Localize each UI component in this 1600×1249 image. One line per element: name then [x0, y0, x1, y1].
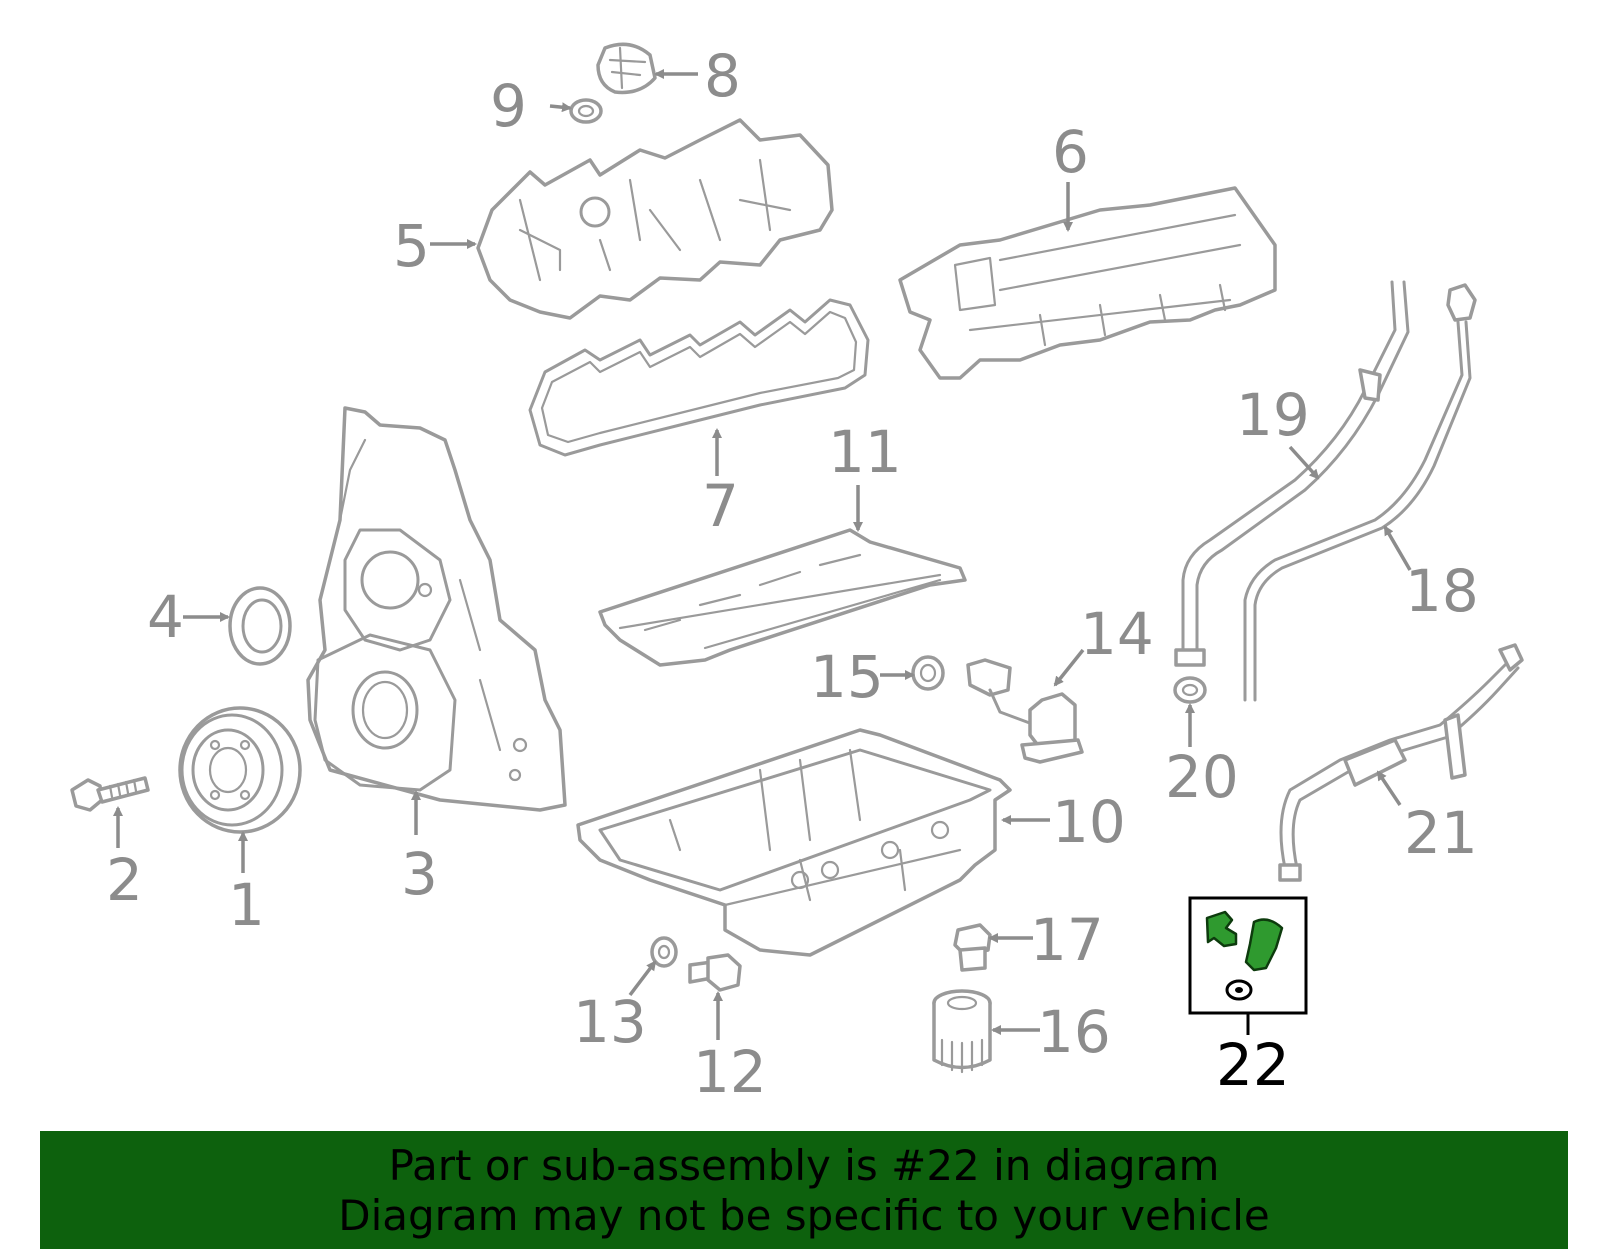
- dipstick-tube: [1174, 280, 1410, 667]
- oil-pressure-sensor-body: [1244, 918, 1284, 972]
- callout-2: 2: [106, 846, 143, 914]
- harmonic-balancer: [178, 706, 302, 834]
- info-banner: Part or sub-assembly is #22 in diagram D…: [40, 1131, 1568, 1249]
- callout-1: 1: [228, 871, 265, 939]
- sensor-seal: [911, 655, 945, 691]
- oil-filter-adapter: [953, 923, 992, 972]
- callout-13: 13: [573, 988, 647, 1056]
- oil-pickup-tube: [1278, 643, 1524, 882]
- callout-7: 7: [702, 472, 739, 540]
- drain-plug-washer: [650, 936, 678, 968]
- callout-14: 14: [1080, 600, 1154, 668]
- callout-18: 18: [1405, 557, 1479, 625]
- callout-3: 3: [401, 840, 438, 908]
- callout-labels: 8 9 5 6 7 11 19 18 4 14 15 20 10 21 2 1 …: [106, 42, 1479, 1106]
- banner-line-2: Diagram may not be specific to your vehi…: [338, 1191, 1270, 1240]
- callout-8: 8: [704, 42, 741, 110]
- engine-parts-diagram: 8 9 5 6 7 11 19 18 4 14 15 20 10 21 2 1 …: [70, 42, 1524, 1106]
- callout-20: 20: [1165, 743, 1239, 811]
- callout-6: 6: [1052, 118, 1089, 186]
- callout-9: 9: [490, 72, 527, 140]
- callout-10: 10: [1052, 788, 1126, 856]
- callout-16: 16: [1037, 998, 1111, 1066]
- callout-4: 4: [147, 583, 184, 651]
- callout-5: 5: [393, 212, 430, 280]
- highlighted-part-22-box[interactable]: [1188, 896, 1308, 1035]
- filler-cap-seal: [569, 98, 603, 124]
- oil-level-sensor: [966, 658, 1084, 764]
- crankshaft-front-seal: [228, 586, 292, 666]
- oil-filter: [932, 989, 992, 1074]
- callout-21: 21: [1404, 799, 1478, 867]
- balancer-bolt: [70, 776, 150, 812]
- oil-pan: [576, 728, 1012, 957]
- oil-dipstick: [1243, 283, 1477, 702]
- callout-15: 15: [810, 643, 884, 711]
- dipstick-tube-seal: [1173, 676, 1207, 704]
- oil-drain-plug: [688, 953, 742, 992]
- valve-cover-gasket: [528, 298, 870, 457]
- callout-19: 19: [1236, 381, 1310, 449]
- callout-11: 11: [828, 418, 902, 486]
- windage-tray: [598, 528, 967, 667]
- valve-cover-right: [898, 186, 1277, 380]
- oil-filler-cap: [596, 42, 657, 95]
- callout-12: 12: [693, 1038, 767, 1106]
- leader-lines: [113, 69, 1412, 1040]
- callout-22[interactable]: 22: [1216, 1031, 1290, 1099]
- oil-pressure-sensor-clip: [1205, 910, 1238, 948]
- banner-line-1: Part or sub-assembly is #22 in diagram: [388, 1141, 1220, 1190]
- front-cover: [306, 406, 567, 812]
- callout-17: 17: [1030, 906, 1104, 974]
- valve-cover-left: [476, 118, 834, 320]
